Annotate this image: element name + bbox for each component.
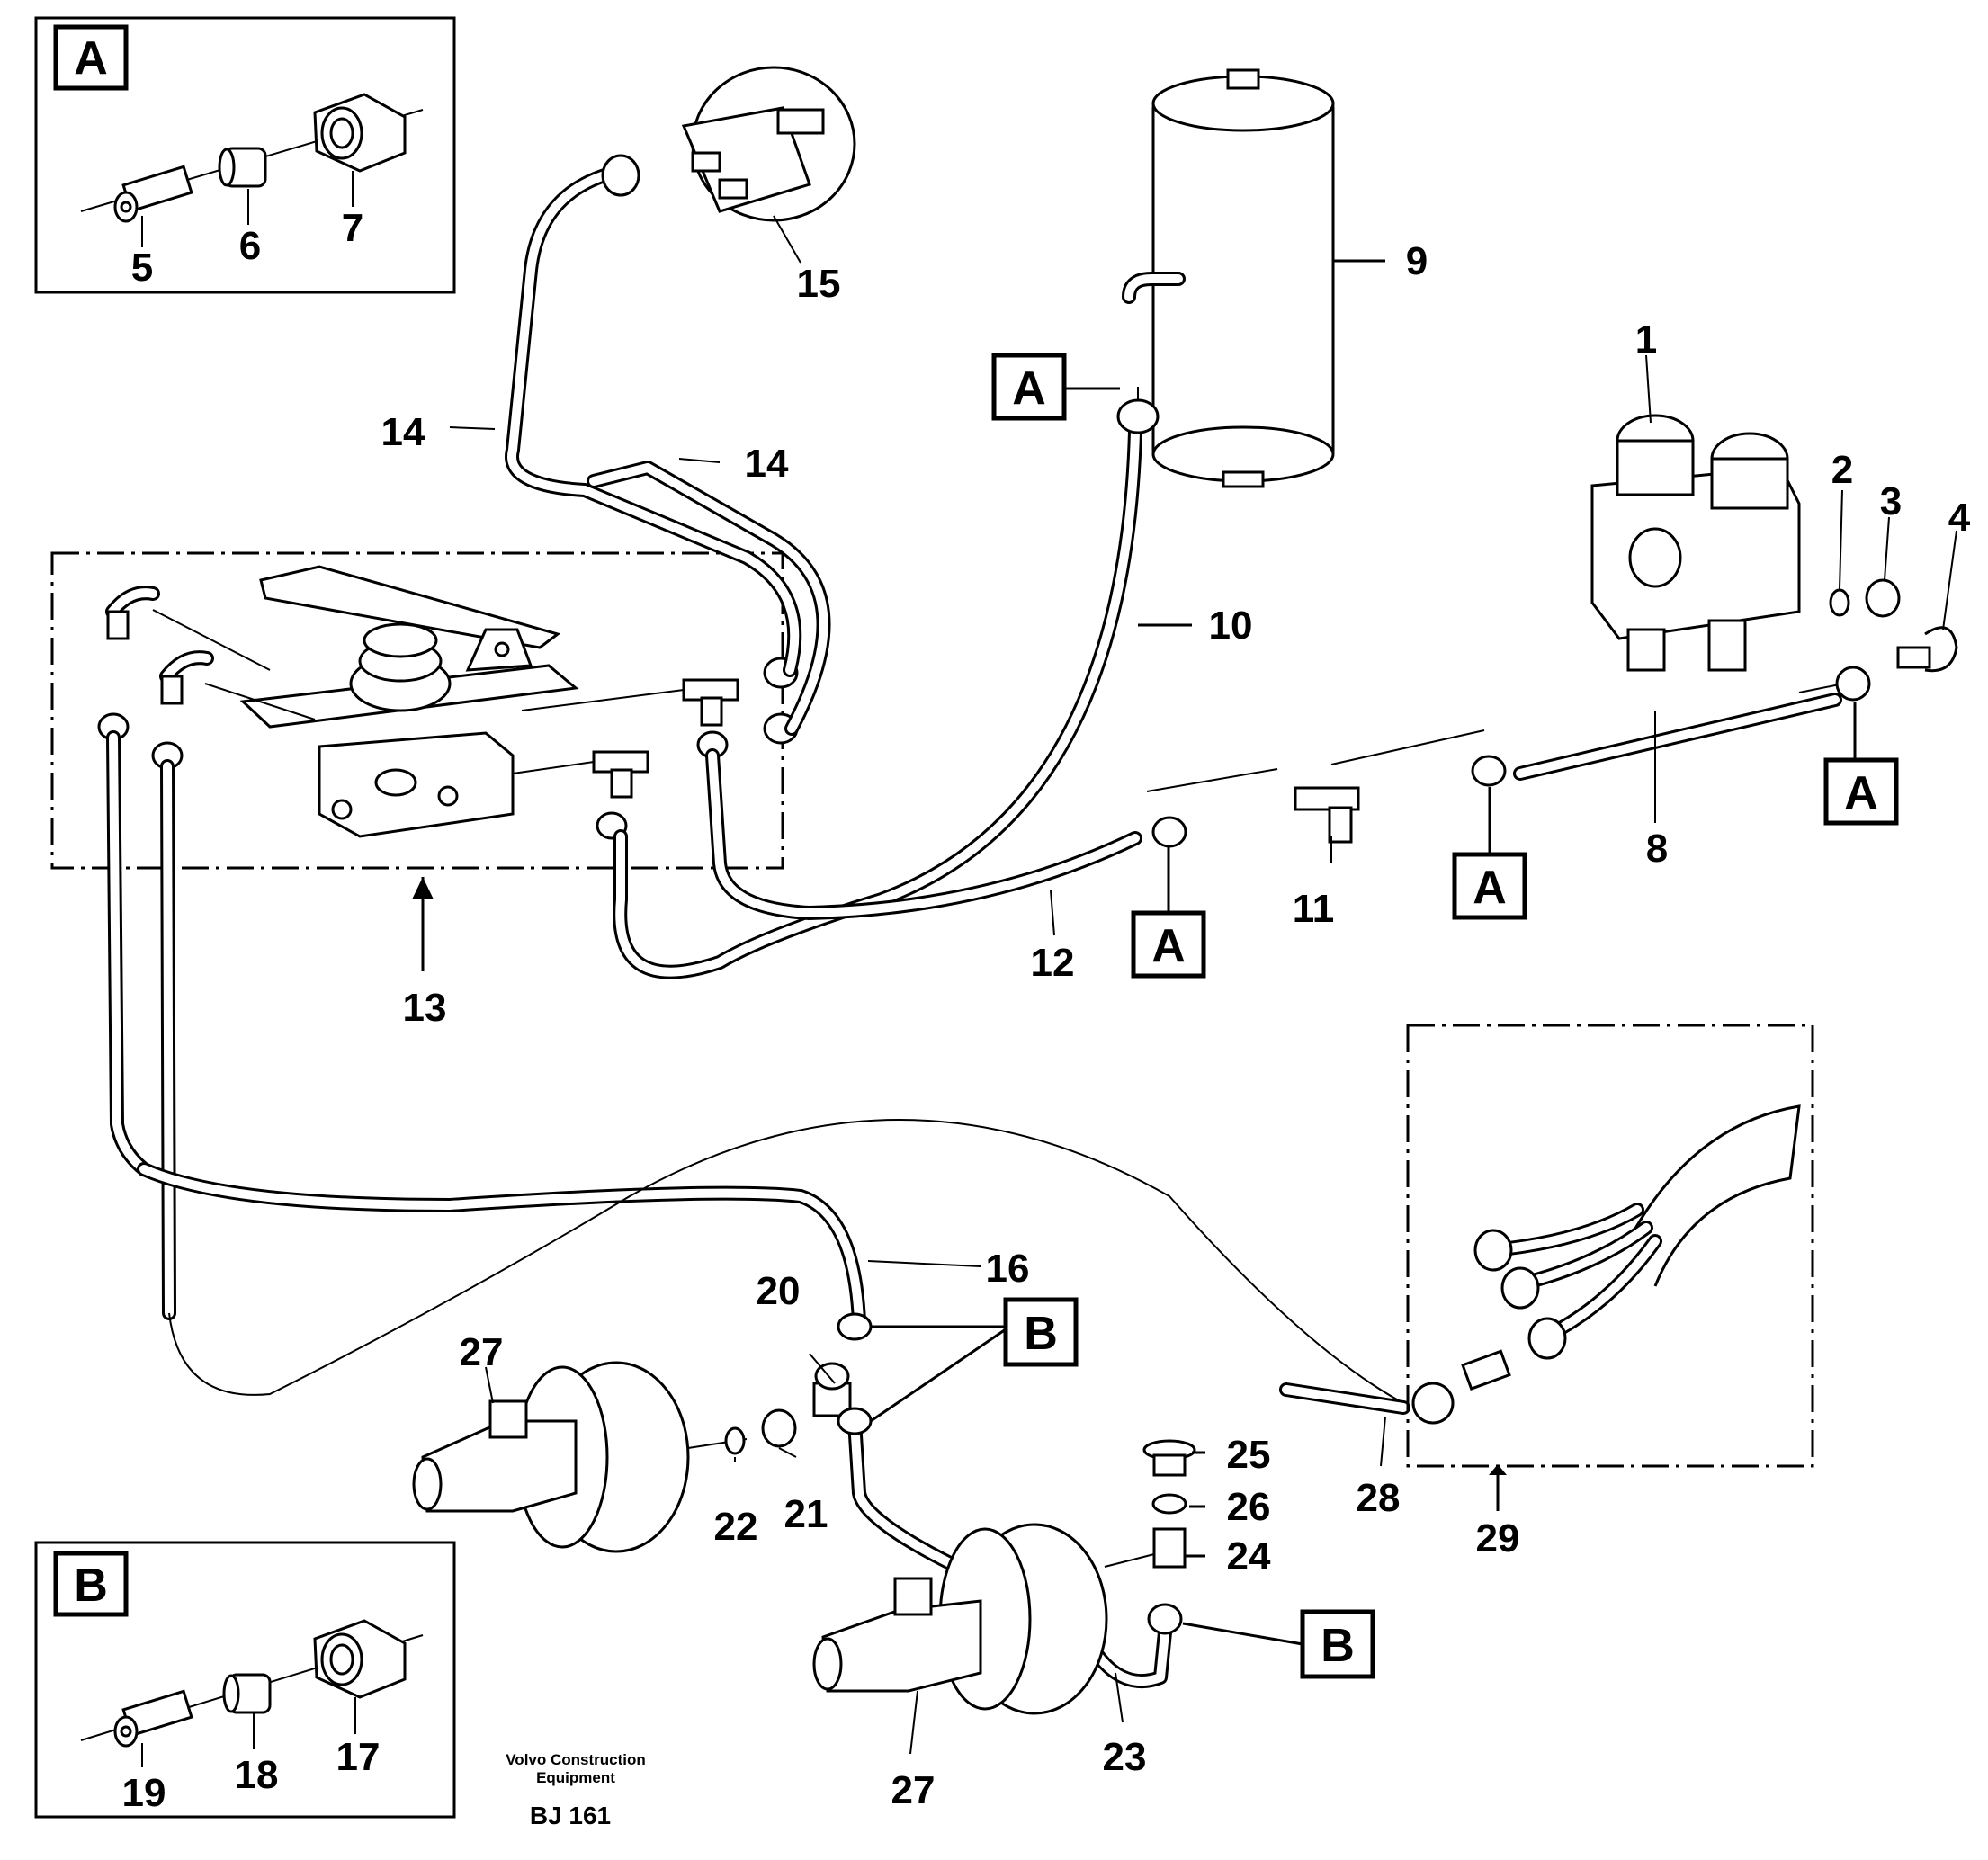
detail-ref-a-mid: A [1452, 787, 1527, 920]
callout-14-left: 14 [381, 410, 425, 454]
ref-b-label: B [1321, 1620, 1355, 1672]
ref-b-label: B [1024, 1308, 1058, 1360]
callout-26: 26 [1227, 1485, 1271, 1529]
detail-ref-a-right: A [1823, 702, 1899, 826]
detail-ref-b-lower: B [1182, 1609, 1375, 1679]
hose-assembly [1406, 1024, 1814, 1468]
callout-14-right: 14 [745, 442, 789, 486]
callout-7: 7 [342, 206, 363, 250]
inset-b-label: B [74, 1560, 108, 1612]
inset-a-sleeve [218, 147, 267, 188]
callout-11: 11 [1293, 887, 1335, 931]
brake-pipes [106, 164, 1854, 1689]
callout-4: 4 [1948, 496, 1971, 540]
brake-valve-assembly [50, 551, 799, 870]
callout-20: 20 [757, 1269, 801, 1313]
inset-a-label: A [74, 32, 108, 85]
callout-16: 16 [986, 1247, 1030, 1291]
callout-17: 17 [336, 1735, 381, 1779]
callout-23: 23 [1103, 1735, 1147, 1779]
callout-25: 25 [1227, 1433, 1271, 1477]
callout-29: 29 [1476, 1516, 1520, 1560]
callout-9: 9 [1406, 239, 1428, 283]
inset-b: B 19 18 17 [34, 1541, 456, 1819]
callout-3: 3 [1880, 479, 1902, 523]
inset-b-nut [313, 1619, 407, 1699]
pressure-gauge [601, 66, 856, 222]
callout-5: 5 [131, 246, 153, 290]
credit-line-1: Volvo Construction [506, 1751, 646, 1768]
callout-numbers: 1 2 3 4 8 9 10 11 12 13 14 14 15 16 20 2… [381, 239, 1971, 1812]
credit-line-2: Equipment [536, 1769, 615, 1786]
air-tank [1116, 68, 1335, 488]
tee-fitting [1151, 755, 1507, 848]
inset-a: A 5 6 7 [34, 16, 456, 294]
inset-b-sleeve [222, 1673, 272, 1714]
ref-a-label: A [1151, 920, 1186, 972]
detail-ref-a-tank: A [991, 353, 1120, 421]
brake-cylinder-lower [812, 1439, 1196, 1715]
callout-18: 18 [235, 1753, 279, 1797]
inset-a-nipple [113, 165, 193, 223]
four-circuit-valve [1590, 414, 1958, 702]
callout-19: 19 [122, 1771, 166, 1815]
callout-27-upper: 27 [460, 1330, 504, 1374]
callout-12: 12 [1031, 941, 1075, 985]
callout-13: 13 [403, 986, 447, 1030]
callout-2: 2 [1831, 448, 1853, 492]
inset-a-nut [313, 93, 407, 173]
callout-24: 24 [1227, 1534, 1271, 1578]
brake-cylinder-upper [412, 1312, 873, 1553]
callout-22: 22 [714, 1505, 758, 1549]
callout-28: 28 [1357, 1476, 1401, 1520]
callout-6: 6 [239, 224, 261, 268]
callout-27-lower: 27 [891, 1768, 936, 1812]
inset-b-nipple [113, 1689, 193, 1748]
detail-ref-b-upper: B [870, 1297, 1079, 1423]
detail-ref-a-left: A [1131, 847, 1206, 979]
ref-a-label: A [1012, 362, 1046, 415]
ref-a-label: A [1844, 767, 1878, 819]
callout-leaders [412, 215, 1957, 1755]
ref-a-label: A [1473, 862, 1507, 914]
callout-10: 10 [1209, 604, 1253, 648]
callout-8: 8 [1646, 827, 1668, 871]
callout-15: 15 [797, 262, 841, 306]
drawing-code: BJ 161 [530, 1802, 611, 1829]
publisher-credit: Volvo Construction Equipment BJ 161 [506, 1751, 646, 1829]
callout-1: 1 [1635, 317, 1657, 362]
callout-21: 21 [784, 1492, 828, 1536]
